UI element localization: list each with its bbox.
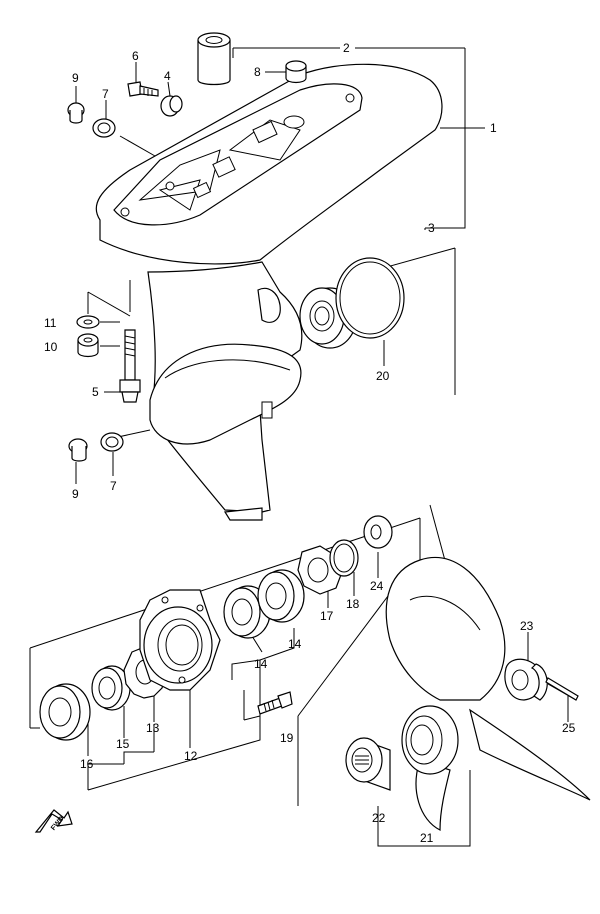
callout-18: 18 <box>346 597 360 611</box>
callout-23: 23 <box>520 619 534 633</box>
callout-1: 1 <box>490 121 497 135</box>
callout-9-top: 9 <box>72 71 79 85</box>
callout-20: 20 <box>376 369 390 383</box>
callout-6: 6 <box>132 49 139 63</box>
dowel-pin-part-2 <box>197 32 231 86</box>
bearing-part-16 <box>39 683 91 741</box>
callout-22: 22 <box>372 811 386 825</box>
nut-part-10 <box>77 333 99 358</box>
callout-labels: 1 2 3 4 5 6 7 7 8 9 9 10 11 12 13 14 14 … <box>44 41 576 845</box>
stopper-part-23 <box>504 658 548 701</box>
callout-8: 8 <box>254 65 261 79</box>
thrust-washer-part-24 <box>363 515 393 549</box>
callout-16: 16 <box>80 757 94 771</box>
gasket-part-7-lower <box>100 432 124 452</box>
callout-17: 17 <box>320 609 334 623</box>
o-ring-part-18 <box>329 539 359 577</box>
callout-19: 19 <box>280 731 294 745</box>
callout-21: 21 <box>420 831 434 845</box>
gearcase-housing <box>95 63 443 521</box>
callout-7-lower: 7 <box>110 479 117 493</box>
bushing-part-8 <box>285 60 307 84</box>
callout-15: 15 <box>116 737 130 751</box>
callout-14-a: 14 <box>254 657 268 671</box>
gasket-part-7-top <box>92 118 116 138</box>
drain-screw-part-9-top <box>67 102 85 124</box>
callout-10: 10 <box>44 340 58 354</box>
bearing-housing-part-12 <box>139 589 221 691</box>
grommet-part-4 <box>160 95 183 117</box>
bearing-part-15 <box>91 665 131 711</box>
bushing-part-22 <box>345 737 391 791</box>
callout-12: 12 <box>184 749 198 763</box>
callout-7-top: 7 <box>102 87 109 101</box>
o-ring-part-20 <box>335 257 405 339</box>
bearing-part-14b <box>257 569 305 623</box>
callout-3: 3 <box>428 221 435 235</box>
callout-11: 11 <box>44 316 57 330</box>
bolt-part-19 <box>257 691 293 715</box>
propeller-part-21 <box>385 556 591 831</box>
callout-25: 25 <box>562 721 576 735</box>
screw-part-6 <box>127 81 159 97</box>
washer-part-11 <box>76 315 100 329</box>
callout-14-b: 14 <box>288 637 302 651</box>
callout-24: 24 <box>370 579 384 593</box>
callout-2: 2 <box>343 41 350 55</box>
callout-4: 4 <box>164 69 171 83</box>
stud-bolt-part-5 <box>119 329 141 403</box>
cotter-pin-part-25 <box>545 677 579 701</box>
fwd-arrow: FWD <box>34 809 73 833</box>
callout-13: 13 <box>146 721 160 735</box>
drain-screw-part-9-lower <box>68 438 88 462</box>
callout-5: 5 <box>92 385 99 399</box>
callout-9-lower: 9 <box>72 487 79 501</box>
